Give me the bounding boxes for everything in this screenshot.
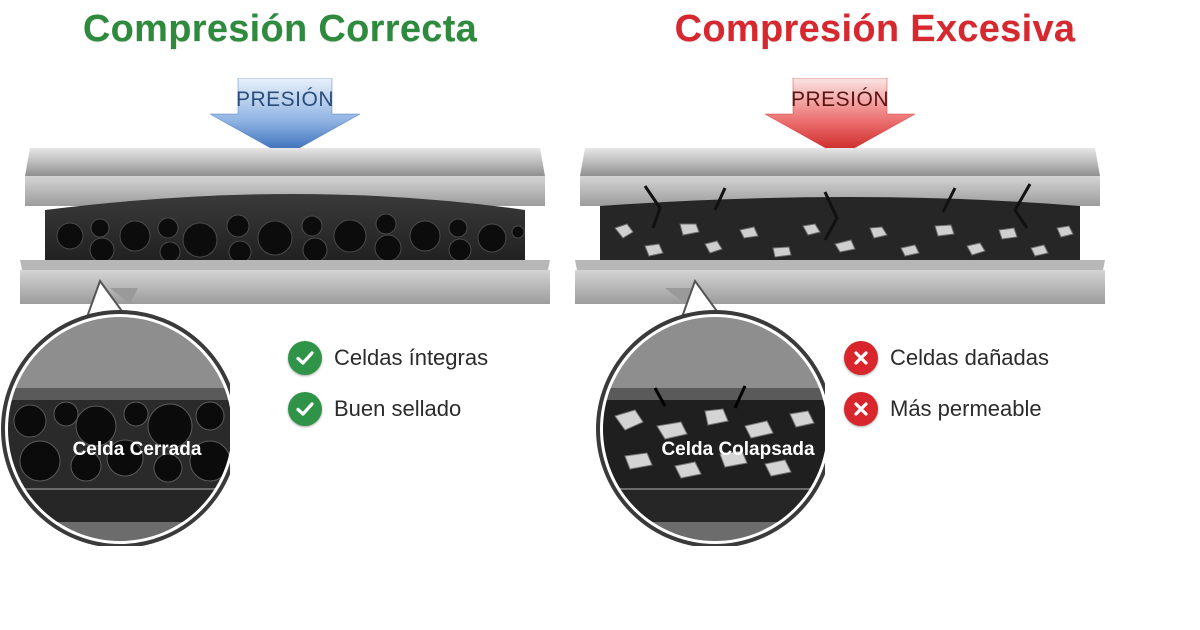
list-item: Celdas dañadas — [844, 340, 1049, 376]
magnifier-callout — [596, 278, 825, 546]
pressure-arrow-blue: PRESIÓN — [210, 78, 360, 158]
benefit-text: Celdas íntegras — [334, 345, 489, 370]
benefit-text: Buen sellado — [334, 396, 462, 421]
top-plate — [580, 148, 1100, 176]
collapsed-cells — [614, 223, 1074, 258]
bottom-plate — [575, 270, 1105, 304]
press-assembly-correct — [20, 148, 560, 318]
panel-excessive-compression: Compresión Excesiva PRESIÓN — [575, 0, 1200, 630]
check-icon — [288, 341, 322, 375]
benefits-list: Celdas íntegras Buen sellado — [288, 340, 488, 442]
cross-icon — [844, 392, 878, 426]
top-plate — [25, 148, 545, 176]
magnifier-callout — [1, 278, 230, 546]
panel-correct-compression: Compresión Correcta PRESIÓN — [0, 8, 560, 546]
pressure-arrow-red: PRESIÓN — [765, 78, 915, 158]
press-assembly-excessive — [575, 148, 1115, 318]
closed-cells — [56, 213, 525, 264]
title-correct-compression: Compresión Correcta — [82, 8, 478, 50]
pressure-label: PRESIÓN — [235, 88, 335, 111]
down-arrow-icon — [210, 78, 360, 157]
list-item: Buen sellado — [288, 391, 488, 427]
drawback-text: Más permeable — [890, 396, 1042, 421]
title-excessive-compression: Compresión Excesiva — [674, 8, 1076, 50]
zoom-label-collapsed-cell: Celda Colapsada — [661, 439, 815, 460]
list-item: Celdas íntegras — [288, 340, 488, 376]
list-item: Más permeable — [844, 391, 1049, 427]
zoom-label-closed-cell: Celda Cerrada — [72, 439, 202, 460]
zoom-collapsed-cell: Celda Colapsada — [595, 276, 825, 546]
check-icon — [288, 392, 322, 426]
drawbacks-list: Celdas dañadas Más permeable — [844, 340, 1049, 442]
drawback-text: Celdas dañadas — [890, 345, 1050, 370]
down-arrow-icon — [765, 78, 915, 157]
cross-icon — [844, 341, 878, 375]
zoom-closed-cell: Celda Cerrada — [0, 276, 230, 546]
pressure-label: PRESIÓN — [790, 88, 890, 111]
